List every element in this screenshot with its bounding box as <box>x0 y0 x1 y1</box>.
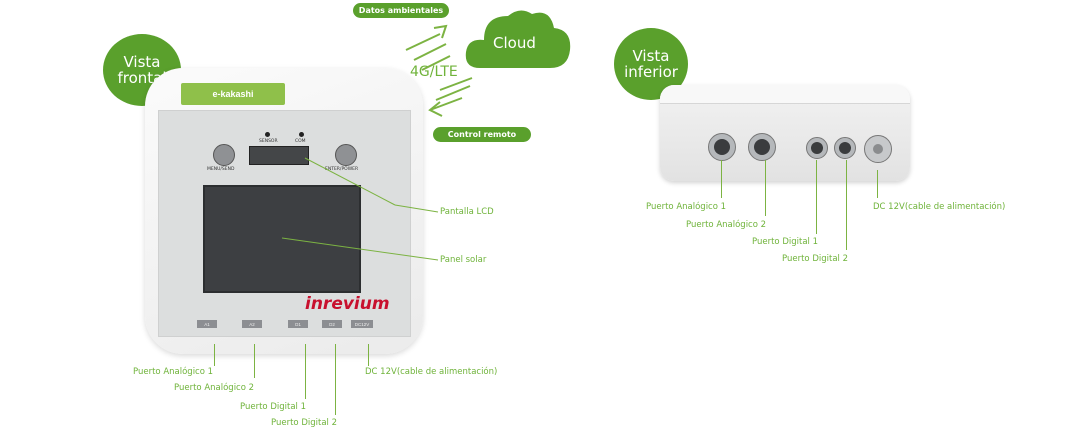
bottom-digital2-label: Puerto Digital 2 <box>782 254 848 264</box>
front-power-label: DC 12V(cable de alimentación) <box>365 367 498 377</box>
bottom-digital1-leader <box>816 160 817 234</box>
bottom-view-bubble: Vista inferior <box>614 28 688 100</box>
front-analog1-leader <box>214 344 215 366</box>
front-device: e-kakashi MENU/SEND ENTER/POWER SENSOR C… <box>145 68 423 354</box>
control-pill: Control remoto <box>433 127 531 142</box>
data-pill: Datos ambientales <box>353 3 449 18</box>
bottom-power-label: DC 12V(cable de alimentación) <box>873 202 1006 212</box>
brand-logo: inrevium <box>305 294 390 314</box>
led-com-label: COM <box>295 139 306 144</box>
port-tab-d1: D1 <box>288 320 308 328</box>
bottom-device <box>660 85 910 181</box>
menu-send-button[interactable] <box>213 144 235 166</box>
power-connector-icon <box>864 135 892 163</box>
enter-power-label: ENTER/POWER <box>325 167 359 172</box>
bottom-view-label: Vista inferior <box>624 47 678 81</box>
bottom-device-lid <box>660 85 910 104</box>
bottom-digital1-label: Puerto Digital 1 <box>752 237 818 247</box>
ekakashi-logo: e-kakashi <box>181 83 285 105</box>
front-analog2-label: Puerto Analógico 2 <box>174 383 255 393</box>
bottom-power-leader <box>877 170 878 198</box>
bottom-analog2-leader <box>765 160 766 216</box>
front-analog1-label: Puerto Analógico 1 <box>133 367 214 377</box>
digital1-connector-icon <box>806 137 828 159</box>
led-sensor-label: SENSOR <box>259 139 278 144</box>
data-pill-label: Datos ambientales <box>358 6 444 15</box>
control-pill-label: Control remoto <box>447 130 517 139</box>
front-analog2-leader <box>254 344 255 378</box>
cloud-label: Cloud <box>493 34 536 52</box>
analog1-connector-icon <box>708 133 736 161</box>
port-tab-d2: D2 <box>322 320 342 328</box>
bottom-digital2-leader <box>846 160 847 250</box>
enter-power-button[interactable] <box>335 144 357 166</box>
signal-arrows-icon <box>405 24 473 117</box>
solar-panel <box>203 185 361 293</box>
port-tab-a2: A2 <box>242 320 262 328</box>
analog2-connector-icon <box>748 133 776 161</box>
solar-callout-label: Panel solar <box>440 255 487 265</box>
lcd-screen <box>249 146 309 165</box>
bottom-analog2-label: Puerto Analógico 2 <box>686 220 767 230</box>
front-power-leader <box>368 344 369 366</box>
cloud-icon <box>465 10 571 69</box>
port-tab-a1: A1 <box>197 320 217 328</box>
menu-send-label: MENU/SEND <box>207 167 235 172</box>
bottom-analog1-label: Puerto Analógico 1 <box>646 202 727 212</box>
port-tab-dc12v: DC12V <box>351 320 373 328</box>
front-digital2-label: Puerto Digital 2 <box>271 418 337 428</box>
led-com-icon <box>299 132 304 137</box>
digital2-connector-icon <box>834 137 856 159</box>
logo-text: e-kakashi <box>212 89 254 99</box>
front-digital2-leader <box>335 344 336 415</box>
front-digital1-leader <box>305 344 306 399</box>
lte-label: 4G/LTE <box>410 64 458 80</box>
bottom-analog1-leader <box>721 160 722 198</box>
front-digital1-label: Puerto Digital 1 <box>240 402 306 412</box>
lcd-callout-label: Pantalla LCD <box>440 207 494 217</box>
led-sensor-icon <box>265 132 270 137</box>
